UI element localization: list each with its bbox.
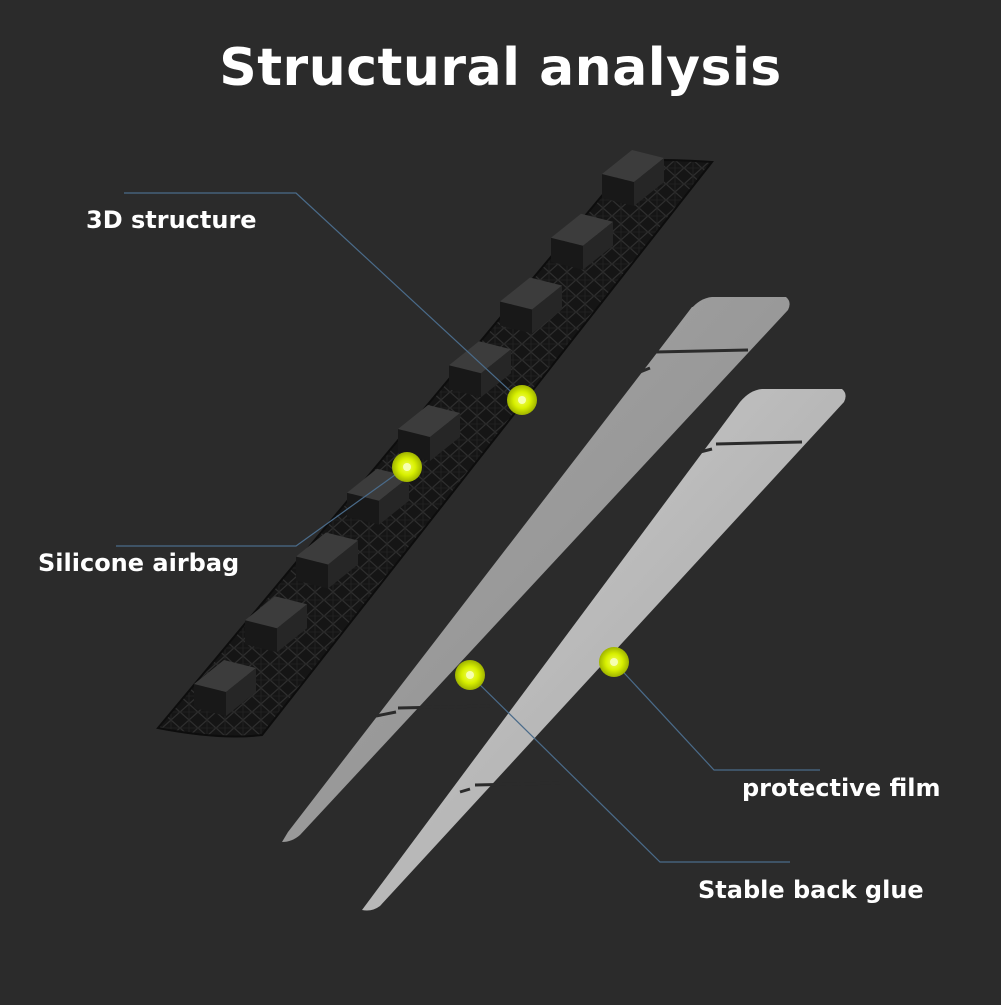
silicone-block <box>602 150 664 206</box>
leader-line-silicone-airbag <box>116 466 407 547</box>
label-3d-structure: 3D structure <box>86 206 257 234</box>
silicone-block <box>296 532 358 589</box>
page-title: Structural analysis <box>219 38 782 98</box>
silicone-block <box>449 341 511 398</box>
label-protective-film: protective film <box>742 774 941 802</box>
markers <box>392 385 629 690</box>
back-glue-strip <box>362 389 846 911</box>
label-back-glue: Stable back glue <box>698 876 924 904</box>
silicone-blocks <box>194 150 664 716</box>
silicone-block <box>551 213 613 270</box>
leader-line-back-glue <box>469 674 790 863</box>
silicone-block <box>194 660 256 716</box>
label-silicone-airbag: Silicone airbag <box>38 549 240 577</box>
silicone-block <box>347 468 409 525</box>
silicone-block <box>245 596 307 653</box>
silicone-block <box>500 277 562 334</box>
leader-lines <box>116 192 820 863</box>
protective-film-strip <box>282 297 790 842</box>
leader-line-3d-structure <box>124 192 521 401</box>
leader-line-protective-film <box>613 661 820 771</box>
